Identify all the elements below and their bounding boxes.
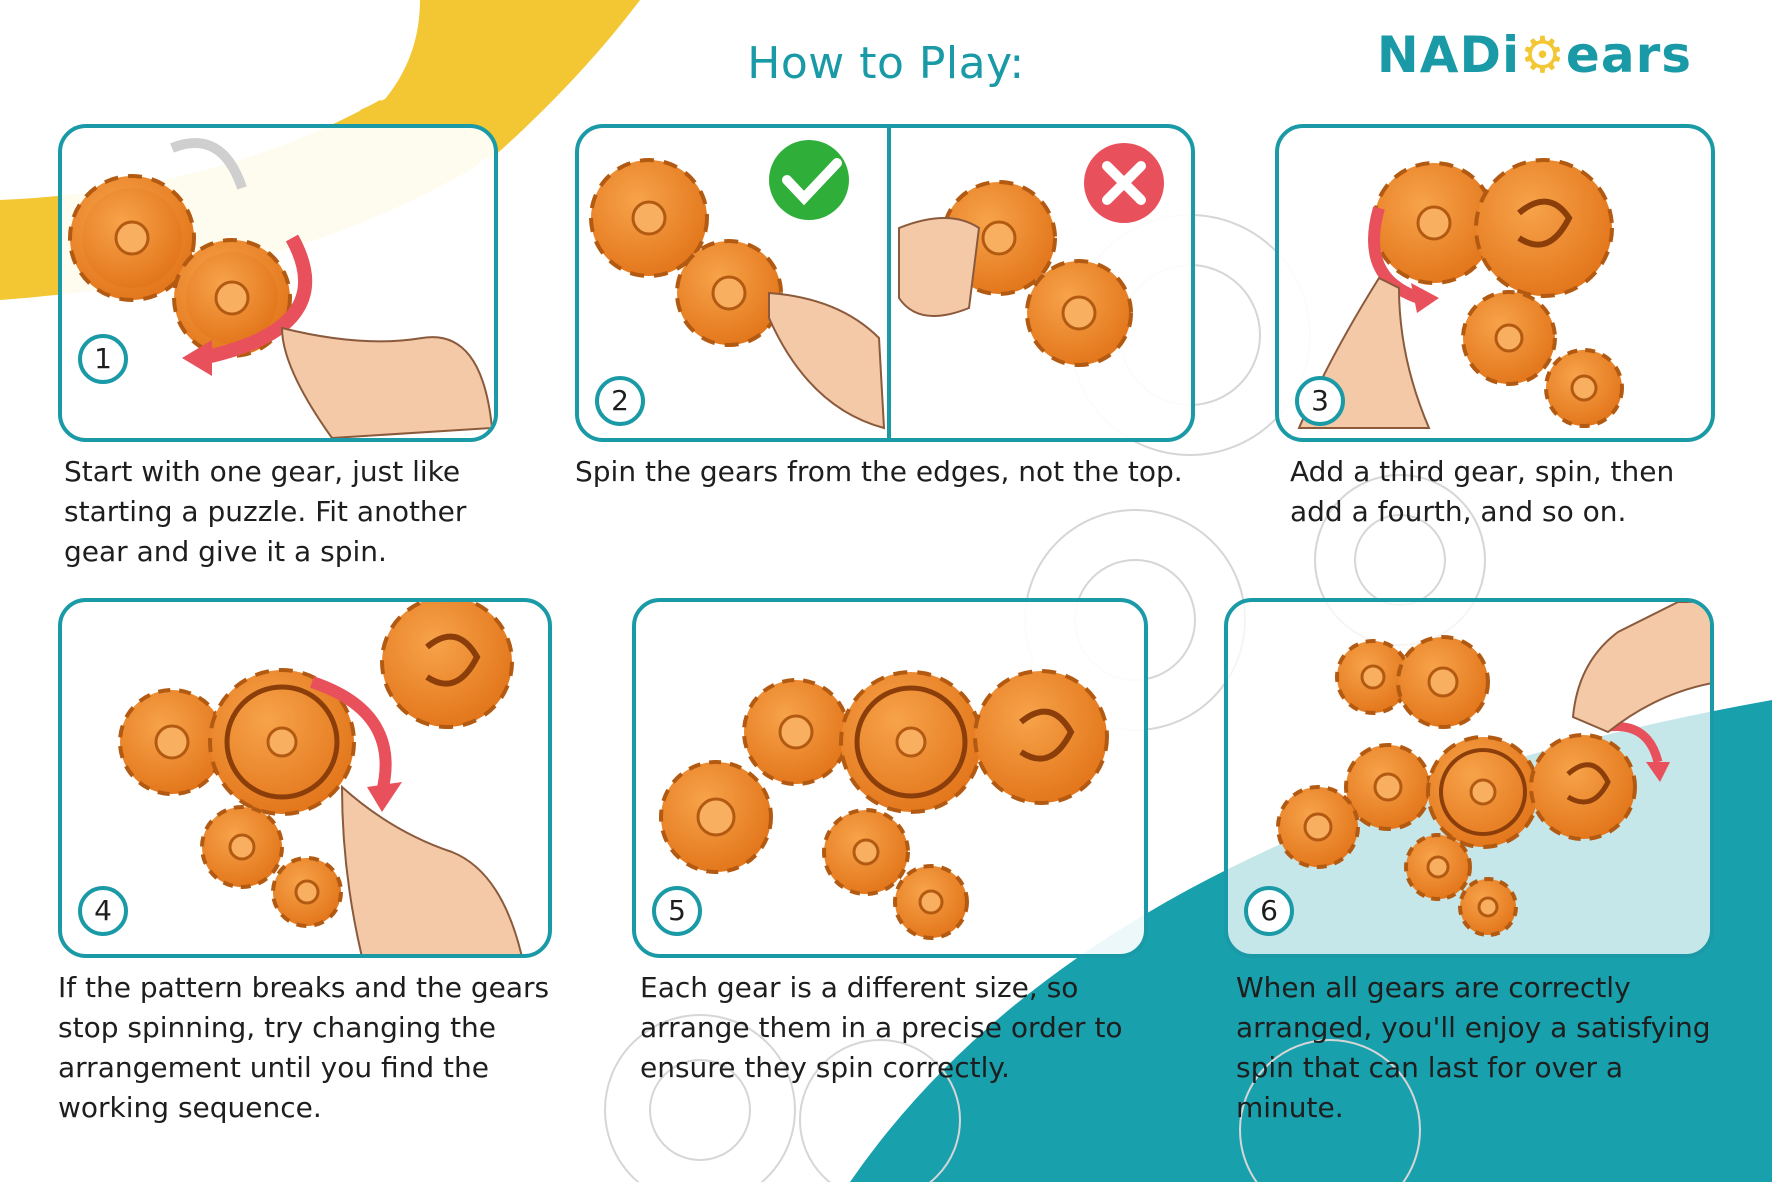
cross-icon: [1084, 143, 1164, 223]
step-6-panel: 6: [1224, 598, 1714, 958]
step-2-panel: 2: [575, 124, 1195, 442]
gear-icon: [659, 760, 773, 874]
rotation-arrow-icon: [310, 676, 392, 794]
step-3-panel: 3: [1275, 124, 1715, 442]
hand-icon: [280, 326, 494, 438]
step-6-illustration: [1276, 602, 1710, 937]
step-4-panel: 4: [58, 598, 552, 958]
step-number: 6: [1244, 886, 1294, 936]
gear-icon: [380, 602, 514, 729]
gear-icon: [1335, 639, 1411, 715]
gear-icon: [1529, 733, 1637, 841]
step-1-panel: 1: [58, 124, 498, 442]
gear-icon: [1544, 348, 1624, 428]
gear-icon: [172, 238, 292, 358]
hand-icon: [1571, 602, 1710, 734]
hand-icon: [898, 217, 981, 317]
step-2-illustration: [589, 128, 1164, 438]
gear-icon: [742, 678, 850, 786]
step-2-caption: Spin the gears from the edges, not the t…: [575, 455, 1183, 488]
gear-icon: [208, 668, 356, 816]
check-icon: [769, 140, 849, 220]
gear-icon: [1396, 635, 1490, 729]
hand-icon: [340, 784, 523, 954]
step-number: 2: [595, 376, 645, 426]
gear-icon: [973, 669, 1109, 805]
gear-icon: [839, 670, 983, 814]
hand-icon: [768, 291, 886, 430]
gear-icon: [1404, 833, 1472, 901]
gear-icon: ⚙: [1520, 26, 1566, 84]
gear-icon: [1025, 259, 1133, 367]
step-5-panel: 5: [632, 598, 1148, 958]
step-number: 1: [78, 334, 128, 384]
page-title: How to Play:: [747, 38, 1025, 89]
rotation-arrow-icon: [170, 138, 247, 190]
step-1-illustration: [68, 138, 494, 438]
brand-logo: NADi⚙ears: [1376, 26, 1692, 84]
step-5-caption: Each gear is a different size, so arrang…: [640, 971, 1123, 1084]
gear-icon: [1426, 735, 1540, 849]
step-number: 3: [1295, 376, 1345, 426]
step-4-illustration: [118, 602, 523, 954]
gear-icon: [1458, 877, 1518, 937]
rotation-arrow-icon: [1368, 206, 1422, 304]
gear-icon: [1344, 743, 1432, 831]
step-3-caption: Add a third gear, spin, then add a fourt…: [1290, 455, 1675, 528]
gear-icon: [68, 174, 196, 302]
step-1-caption: Start with one gear, just like starting …: [64, 455, 467, 568]
gear-icon: [675, 239, 783, 347]
step-number: 4: [78, 886, 128, 936]
gear-icon: [1474, 158, 1614, 298]
gear-icon: [200, 805, 284, 889]
step-4-caption: If the pattern breaks and the gears stop…: [58, 971, 550, 1124]
step-number: 5: [652, 886, 702, 936]
gear-icon: [822, 808, 910, 896]
step-5-illustration: [659, 669, 1109, 940]
gear-icon: [1461, 290, 1557, 386]
step-6-caption: When all gears are correctly arranged, y…: [1236, 971, 1711, 1124]
gear-icon: [1276, 785, 1360, 869]
gear-icon: [271, 856, 343, 928]
gear-icon: [589, 158, 709, 278]
rotation-arrow-icon: [200, 234, 313, 365]
gear-icon: [893, 864, 969, 940]
